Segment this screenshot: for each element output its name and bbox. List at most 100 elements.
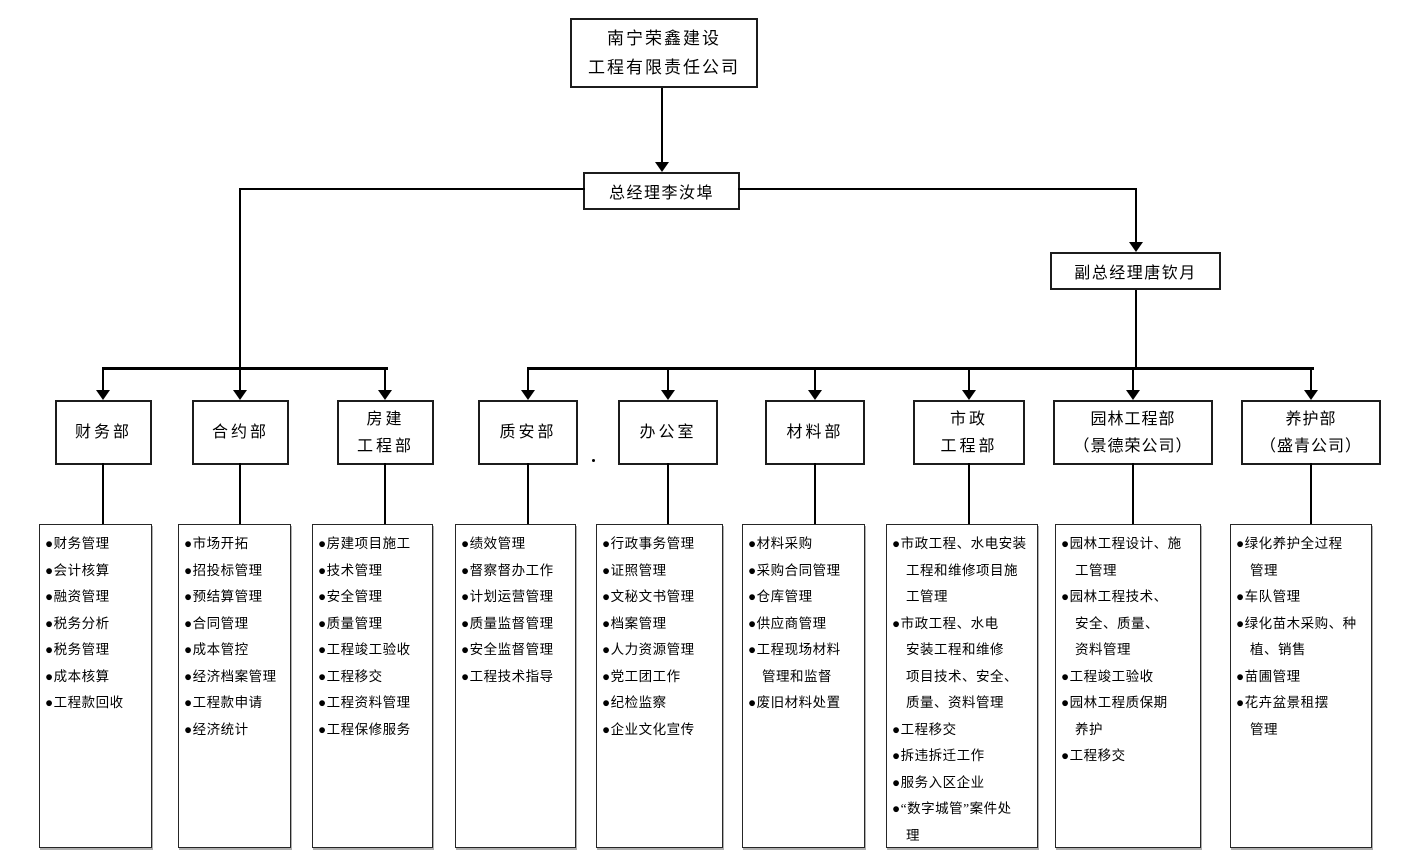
- company-box: 南宁荣鑫建设 工程有限责任公司: [570, 18, 758, 88]
- connector-line: [1132, 463, 1134, 524]
- duty-item: 成本管控: [184, 637, 290, 664]
- dept-name: 质安部: [499, 424, 557, 441]
- duty-list-building-engineering: 房建项目施工技术管理安全管理质量管理工程竣工验收工程移交工程资料管理工程保修服务: [312, 524, 433, 848]
- duty-item: 市场开拓: [184, 531, 290, 558]
- duty-item: 工程竣工验收: [1061, 664, 1200, 691]
- duty-item: 材料采购: [748, 531, 864, 558]
- arrow-down-icon: [1304, 390, 1318, 400]
- duty-item: 安全管理: [318, 584, 432, 611]
- duty-item: 税务分析: [45, 611, 151, 638]
- arrow-down-icon: [808, 390, 822, 400]
- duty-item: 服务入区企业: [892, 770, 1037, 797]
- duty-item: 人力资源管理: [602, 637, 722, 664]
- connector-line: [661, 88, 663, 163]
- duty-item: 工程资料管理: [318, 690, 432, 717]
- duty-item: 档案管理: [602, 611, 722, 638]
- duty-list-quality-safety: 绩效管理督察督办工作计划运营管理质量监督管理安全监督管理工程技术指导: [455, 524, 576, 848]
- duty-item: 安全监督管理: [461, 637, 575, 664]
- arrow-down-icon: [1126, 390, 1140, 400]
- duty-item: 经济档案管理: [184, 664, 290, 691]
- duty-item: 行政事务管理: [602, 531, 722, 558]
- duty-item: 党工团工作: [602, 664, 722, 691]
- duty-list-materials: 材料采购采购合同管理仓库管理供应商管理工程现场材料 管理和监督废旧材料处置: [742, 524, 865, 848]
- duty-list-maintenance: 绿化养护全过程 管理车队管理绿化苗木采购、种 植、销售苗圃管理花卉盆景租摆 管理: [1230, 524, 1372, 848]
- arrow-down-icon: [655, 162, 669, 172]
- duty-list-office: 行政事务管理证照管理文秘文书管理档案管理人力资源管理党工团工作纪检监察企业文化宣…: [596, 524, 723, 848]
- duty-list-landscape-engineering: 园林工程设计、施 工管理园林工程技术、 安全、质量、 资料管理工程竣工验收园林工…: [1055, 524, 1201, 848]
- connector-line: [968, 463, 970, 524]
- duty-item: 工程现场材料 管理和监督: [748, 637, 864, 690]
- duty-item: 园林工程设计、施 工管理: [1061, 531, 1200, 584]
- duty-item: 绿化养护全过程 管理: [1236, 531, 1371, 584]
- duty-item: 质量监督管理: [461, 611, 575, 638]
- connector-line: [384, 463, 386, 524]
- connector-line: [102, 463, 104, 524]
- connector-line: [1135, 290, 1137, 369]
- connector-line: [527, 463, 529, 524]
- deputy-general-manager-box: 副总经理唐钦月: [1050, 252, 1221, 290]
- dept-header-finance: 财务部: [55, 400, 152, 465]
- dept-name: 办公室: [639, 424, 697, 441]
- connector-line: [239, 463, 241, 524]
- dept-header-building-engineering: 房建 工程部: [337, 400, 434, 465]
- stray-mark: [592, 459, 595, 462]
- duty-item: 合同管理: [184, 611, 290, 638]
- connector-line: [667, 463, 669, 524]
- duty-item: 供应商管理: [748, 611, 864, 638]
- connector-line: [968, 367, 970, 391]
- duty-item: 成本核算: [45, 664, 151, 691]
- duty-item: 证照管理: [602, 558, 722, 585]
- duty-list-municipal-engineering: 市政工程、水电安装 工程和维修项目施 工管理市政工程、水电 安装工程和维修 项目…: [886, 524, 1038, 848]
- connector-line: [102, 367, 104, 391]
- connector-line: [667, 367, 669, 391]
- duty-item: 市政工程、水电安装 工程和维修项目施 工管理: [892, 531, 1037, 611]
- duty-item: 苗圃管理: [1236, 664, 1371, 691]
- arrow-down-icon: [962, 390, 976, 400]
- duty-item: 仓库管理: [748, 584, 864, 611]
- duty-item: 工程移交: [318, 664, 432, 691]
- duty-item: 拆违拆迁工作: [892, 743, 1037, 770]
- connector-line: [814, 367, 816, 391]
- duty-item: 融资管理: [45, 584, 151, 611]
- connector-line: [1310, 367, 1312, 391]
- duty-item: 计划运营管理: [461, 584, 575, 611]
- dept-header-landscape-engineering: 园林工程部 （景德荣公司）: [1053, 400, 1213, 465]
- dept-header-municipal-engineering: 市政 工程部: [913, 400, 1025, 465]
- duty-item: 工程款回收: [45, 690, 151, 717]
- dept-name: 合约部: [211, 424, 269, 441]
- duty-item: 园林工程质保期 养护: [1061, 690, 1200, 743]
- duty-item: 绿化苗木采购、种 植、销售: [1236, 611, 1371, 664]
- duty-item: 废旧材料处置: [748, 690, 864, 717]
- dept-header-quality-safety: 质安部: [478, 400, 578, 465]
- connector-line: [1132, 367, 1134, 391]
- general-manager-label: 总经理李汝埠: [608, 185, 714, 202]
- connector-line: [738, 188, 1137, 190]
- arrow-down-icon: [521, 390, 535, 400]
- arrow-down-icon: [1129, 242, 1143, 252]
- duty-item: 技术管理: [318, 558, 432, 585]
- duty-item: 招投标管理: [184, 558, 290, 585]
- duty-item: 园林工程技术、 安全、质量、 资料管理: [1061, 584, 1200, 664]
- duty-item: 工程技术指导: [461, 664, 575, 691]
- branch-line-right: [527, 367, 1314, 370]
- duty-item: 质量管理: [318, 611, 432, 638]
- duty-list-finance: 财务管理会计核算融资管理税务分析税务管理成本核算工程款回收: [39, 524, 152, 848]
- dept-name: 房建 工程部: [356, 410, 414, 455]
- dept-name: 财务部: [74, 424, 132, 441]
- connector-line: [1135, 188, 1137, 243]
- connector-line: [1310, 463, 1312, 524]
- dept-header-maintenance: 养护部 （盛青公司）: [1241, 400, 1381, 465]
- duty-item: 绩效管理: [461, 531, 575, 558]
- duty-item: 经济统计: [184, 717, 290, 744]
- dept-name: 市政 工程部: [940, 410, 998, 455]
- duty-item: 工程竣工验收: [318, 637, 432, 664]
- company-name: 南宁荣鑫建设 工程有限责任公司: [588, 29, 740, 77]
- duty-item: 企业文化宣传: [602, 717, 722, 744]
- duty-list-contract: 市场开拓招投标管理预结算管理合同管理成本管控经济档案管理工程款申请经济统计: [178, 524, 291, 848]
- duty-item: 纪检监察: [602, 690, 722, 717]
- duty-item: 工程移交: [892, 717, 1037, 744]
- general-manager-box: 总经理李汝埠: [583, 172, 740, 210]
- connector-line: [239, 188, 241, 369]
- dept-header-contract: 合约部: [192, 400, 289, 465]
